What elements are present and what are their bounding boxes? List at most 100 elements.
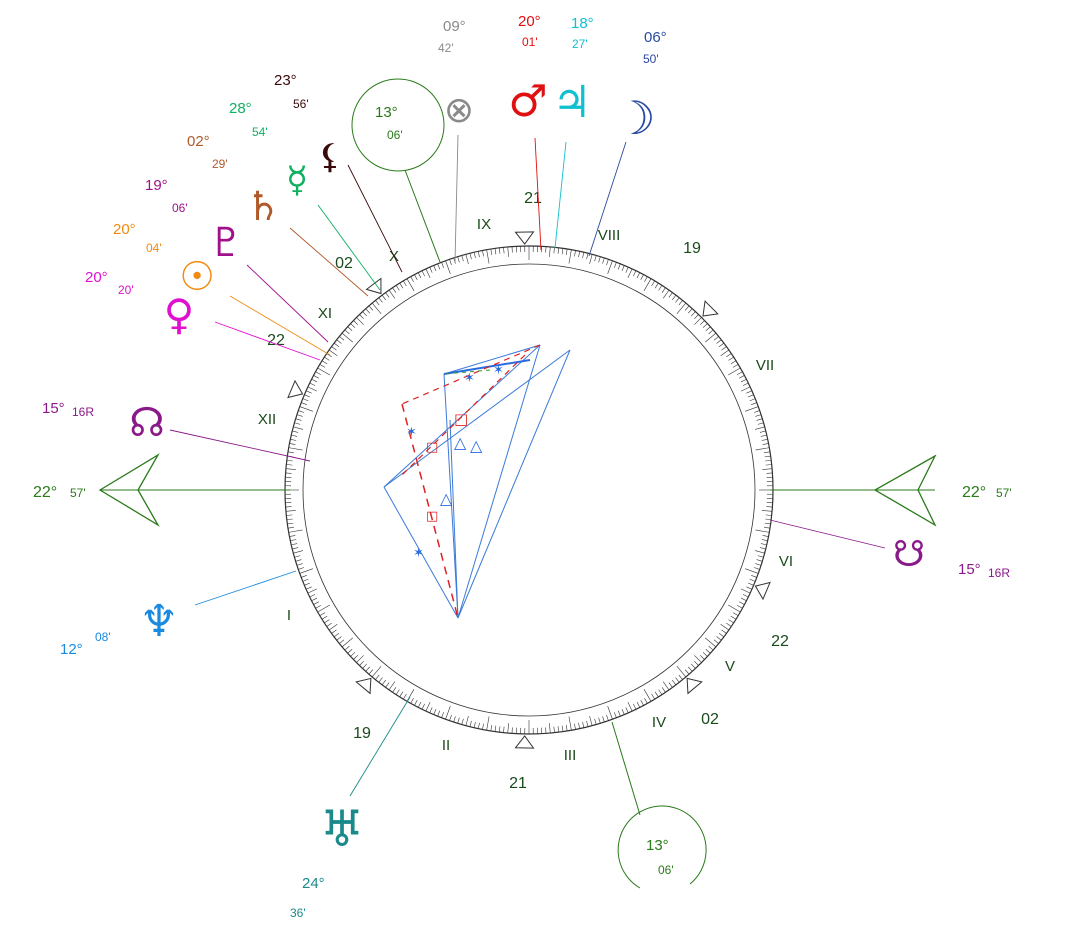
north-node-minute: 16R (72, 405, 94, 419)
sun-degree: 20° (113, 221, 136, 238)
house-cusp-marker (686, 677, 703, 695)
sun-icon: ☉ (179, 254, 215, 300)
saturn-degree: 02° (187, 133, 210, 150)
mercury-minute: 54' (252, 125, 268, 139)
house-numeral-IV: IV (652, 714, 666, 731)
house-numeral-XII: XII (258, 411, 276, 428)
neptune-minute: 08' (95, 630, 111, 644)
pluto-degree: 19° (145, 177, 168, 194)
sun-pointer (229, 295, 331, 356)
mc-degree: 13° (375, 104, 398, 121)
horizon-axis: 22° 57' 22° 57' (33, 453, 1012, 527)
ic-degree: 13° (646, 837, 669, 854)
part-of-fortune-minute: 42' (438, 41, 454, 55)
neptune-pointer (194, 570, 297, 606)
pluto-icon: ♇ (208, 220, 244, 266)
north-node-icon: ☊ (129, 400, 165, 446)
uranus-degree: 24° (302, 875, 325, 892)
house-numerals: IIIIIIIVVVIVIIVIIIIXXXIXII (258, 216, 793, 764)
house-cusp-marker (365, 277, 382, 295)
ic-minute: 06' (658, 863, 674, 877)
planets: ⊗09°42'♂20°01'♃18°27'☽06°50'⚸23°56'☿28°5… (42, 13, 1010, 920)
house-cusp-degree: 02 (335, 255, 353, 272)
house-numeral-I: I (287, 607, 291, 624)
aspect-lines: △ △ △ □ □ □ ✶ ✶ ✶ ✶ (383, 344, 571, 619)
north-node-degree: 15° (42, 400, 65, 417)
house-cusp-marker (514, 231, 535, 245)
moon-minute: 50' (643, 52, 659, 66)
house-numeral-XI: XI (318, 305, 332, 322)
house-cusp-marker (702, 300, 719, 317)
jupiter-minute: 27' (572, 37, 588, 51)
square-icon: □ (426, 509, 438, 524)
south-node-icon: ☋ (893, 534, 925, 575)
mars-pointer (534, 137, 542, 251)
black-moon-lilith-degree: 23° (274, 72, 297, 89)
house-cusp-degree: 21 (524, 190, 542, 207)
north-node-pointer (169, 429, 311, 462)
house-numeral-VI: VI (779, 553, 793, 570)
mercury-degree: 28° (229, 100, 252, 117)
uranus-pointer (349, 696, 411, 797)
venus-icon: ♀ (164, 290, 195, 339)
mc-marker: 13° 06' (351, 78, 445, 263)
moon-degree: 06° (644, 29, 667, 46)
house-numeral-V: V (725, 658, 735, 675)
jupiter-degree: 18° (571, 15, 594, 32)
venus-degree: 20° (85, 269, 108, 286)
sextile-icon: ✶ (493, 363, 504, 378)
house-cusp-marker (514, 735, 535, 749)
asc-minute: 57' (70, 486, 86, 500)
moon-pointer (588, 141, 627, 257)
venus-minute: 20' (118, 283, 134, 297)
venus-pointer (214, 321, 321, 361)
black-moon-lilith-minute: 56' (293, 97, 309, 111)
mars-minute: 01' (522, 35, 538, 49)
square-icon: □ (426, 440, 438, 455)
saturn-pointer (289, 227, 369, 297)
house-numeral-VIII: VIII (598, 227, 621, 244)
south-node-degree: 15° (958, 561, 981, 578)
square-icon: □ (454, 410, 468, 428)
house-cusp-marker (355, 677, 372, 695)
south-node-minute: 16R (988, 566, 1010, 580)
house-cusp-marker (287, 379, 304, 399)
house-cusp-marker (754, 581, 771, 601)
neptune-icon: ♆ (139, 596, 178, 647)
house-numeral-VII: VII (756, 357, 774, 374)
house-cusp-degree: 19 (683, 240, 701, 257)
house-cusp-degree: 22 (267, 332, 285, 349)
mars-icon: ♂ (508, 76, 547, 127)
ic-marker: 13° 06' (611, 721, 707, 889)
sextile-icon: ✶ (413, 546, 424, 561)
part-of-fortune-icon: ⊗ (444, 90, 474, 131)
black-moon-lilith-icon: ⚸ (318, 137, 343, 177)
sextile-icon: ✶ (406, 425, 417, 440)
trine-icon: △ (470, 436, 483, 455)
house-cusps: 21 19 22 02 21 19 22 02 (267, 190, 789, 792)
mc-minute: 06' (387, 128, 403, 142)
house-cusp-degree: 21 (509, 775, 527, 792)
house-cusp-degree: 02 (701, 711, 719, 728)
house-cusp-degree: 22 (771, 633, 789, 650)
house-numeral-II: II (442, 737, 450, 754)
planet-pointer-lines (169, 134, 886, 797)
pluto-pointer (246, 264, 329, 343)
dsc-arrow-icon (873, 454, 937, 527)
south-node-pointer (769, 519, 886, 549)
degree-tick-ring (284, 245, 774, 735)
uranus-minute: 36' (290, 906, 306, 920)
dsc-degree: 22° (962, 484, 986, 501)
pluto-minute: 06' (172, 201, 188, 215)
jupiter-icon: ♃ (552, 77, 591, 128)
asc-arrow-icon (98, 453, 160, 527)
house-numeral-IX: IX (477, 216, 491, 233)
house-numeral-III: III (564, 747, 577, 764)
saturn-minute: 29' (212, 157, 228, 171)
uranus-icon: ♅ (320, 800, 365, 858)
trine-icon: △ (440, 489, 453, 508)
dsc-minute: 57' (996, 486, 1012, 500)
sun-minute: 04' (146, 241, 162, 255)
house-cusp-degree: 19 (353, 725, 371, 742)
